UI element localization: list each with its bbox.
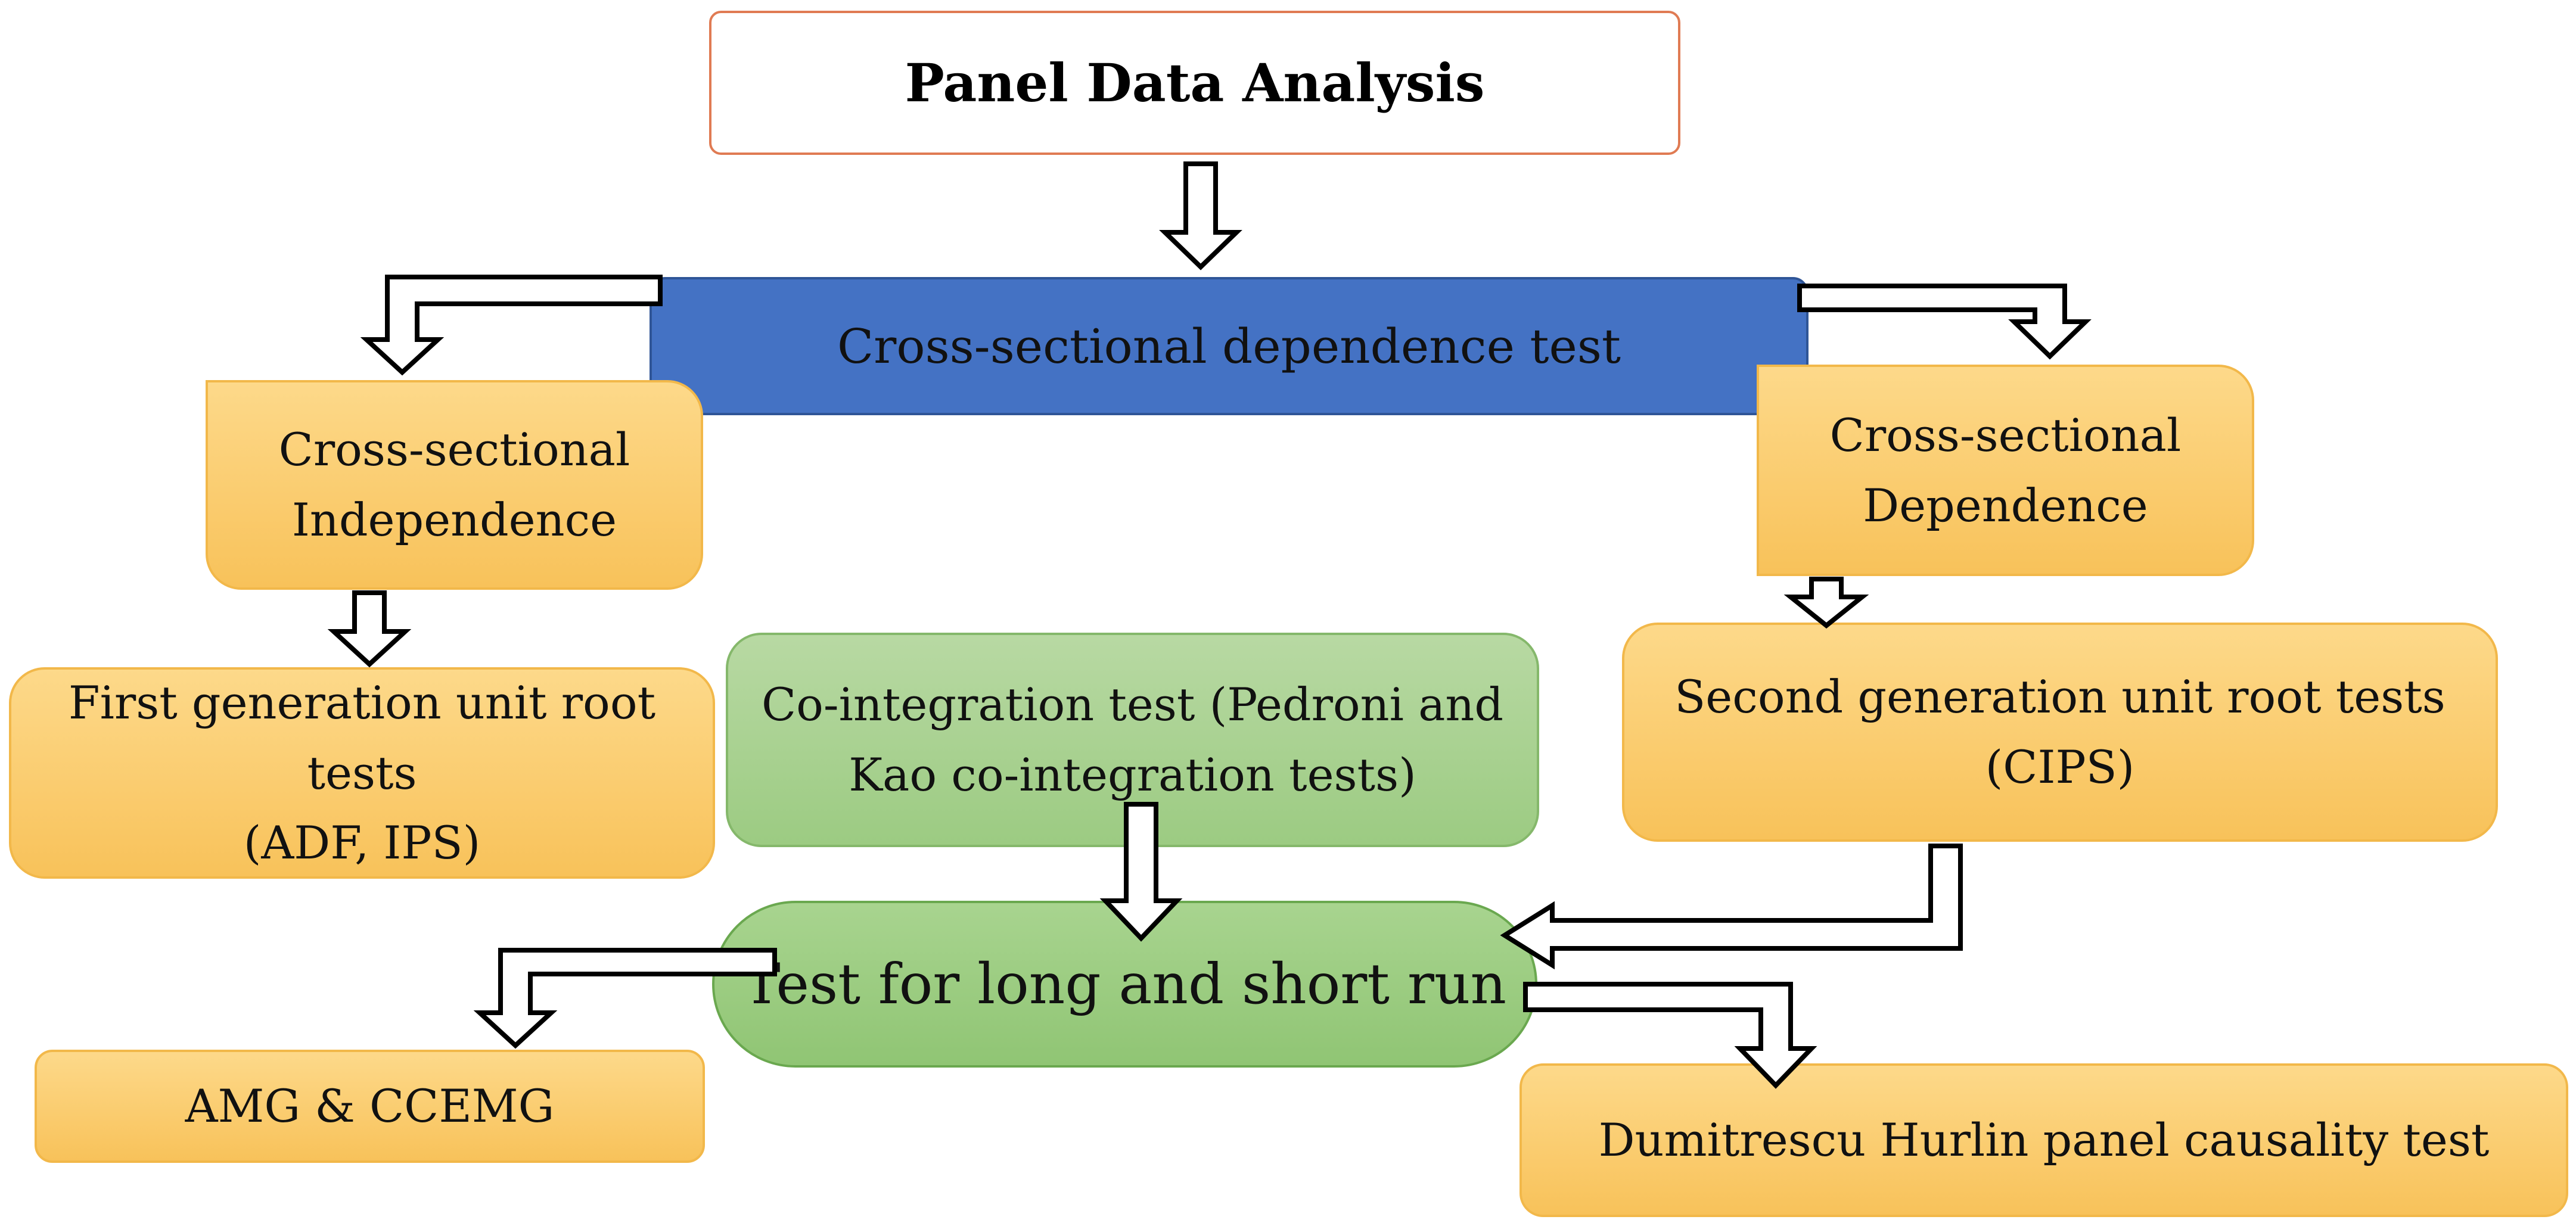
cross-sectional-dependence-test-box: Cross-sectional dependence test: [650, 277, 1809, 415]
second-generation-label-line2: (CIPS): [1985, 740, 2135, 794]
arrow-long-short-to-causality: [1523, 982, 1817, 1089]
first-generation-tests-box: First generation unit root tests (ADF, I…: [9, 667, 715, 879]
independence-box: Cross-sectional Independence: [206, 380, 703, 590]
long-short-run-label: Test for long and short run: [743, 951, 1506, 1017]
amg-ccemg-box: AMG & CCEMG: [35, 1050, 705, 1163]
arrow-root-to-cd-test: [1159, 161, 1242, 270]
amg-ccemg-label: AMG & CCEMG: [185, 1079, 555, 1133]
panel-data-analysis-label: Panel Data Analysis: [905, 52, 1485, 114]
arrow-long-short-to-amg: [473, 948, 777, 1049]
causality-test-label: Dumitrescu Hurlin panel causality test: [1598, 1113, 2490, 1167]
arrow-dependence-to-second-gen: [1783, 577, 1869, 629]
panel-data-analysis-box: Panel Data Analysis: [709, 11, 1680, 155]
arrow-cd-to-independence: [360, 275, 663, 376]
first-generation-label-line2: (ADF, IPS): [243, 816, 481, 870]
dependence-label-line1: Cross-sectional: [1829, 408, 2182, 462]
arrow-cd-to-dependence: [1797, 284, 2092, 360]
cointegration-label-line2: Kao co-integration tests): [849, 748, 1416, 801]
second-generation-label-line1: Second generation unit root tests: [1674, 670, 2446, 724]
independence-label-line1: Cross-sectional: [278, 423, 630, 477]
cointegration-label-line1: Co-integration test (Pedroni and: [762, 678, 1503, 732]
arrow-independence-to-first-gen: [327, 590, 412, 668]
first-generation-label-line1: First generation unit root tests: [68, 676, 656, 799]
arrow-cointegration-to-long-short: [1099, 802, 1183, 942]
second-generation-tests-box: Second generation unit root tests (CIPS): [1622, 623, 2498, 842]
causality-test-box: Dumitrescu Hurlin panel causality test: [1520, 1063, 2568, 1217]
independence-label-line2: Independence: [291, 493, 617, 546]
arrow-second-gen-to-long-short: [1500, 844, 1963, 970]
cross-sectional-dependence-test-label: Cross-sectional dependence test: [837, 318, 1621, 374]
dependence-box: Cross-sectional Dependence: [1757, 365, 2254, 576]
dependence-label-line2: Dependence: [1863, 478, 2148, 532]
